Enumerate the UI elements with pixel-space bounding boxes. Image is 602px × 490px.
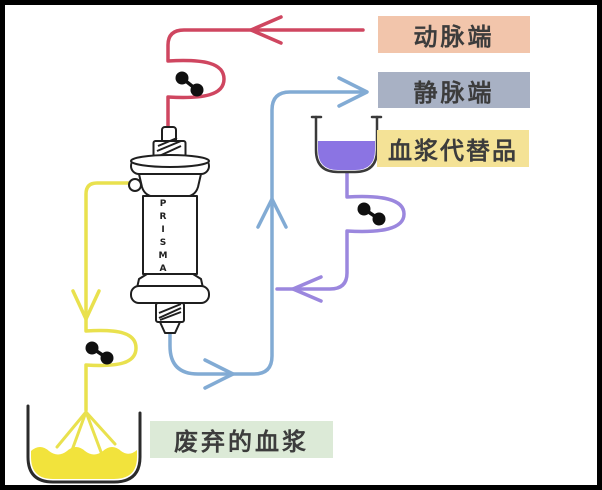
venous-line: [168, 90, 368, 376]
filter-bottom-disc: [130, 285, 210, 304]
filter-brand-label: PRISMA: [158, 199, 168, 277]
waste-line-group: [55, 181, 138, 455]
filter-side-port: [128, 178, 142, 192]
waste-line: [84, 181, 138, 412]
arterial-line-group: [166, 15, 365, 133]
substitute-beaker-outline: [314, 115, 379, 174]
waste-pump-rollers-icon: [85, 341, 114, 365]
waste-pump-roller: [85, 341, 99, 355]
substitute-pump-rollers-icon: [357, 202, 386, 226]
waste-container: [26, 404, 142, 484]
filter-shoulder: [138, 173, 202, 198]
substitute-line: [275, 170, 406, 291]
arterial-line: [166, 28, 365, 133]
venous-line-group: [168, 76, 369, 390]
filter-body: [142, 195, 198, 275]
filter-bottom-tip: [159, 321, 181, 334]
plasma-substitute-label: 血浆代替品: [377, 130, 529, 167]
blood-filter: [128, 126, 210, 334]
substitute-arrow-icon: [291, 275, 323, 303]
filter-top-disc-rim: [130, 154, 210, 168]
substitute-line-group: [275, 170, 406, 303]
arterial-pump-rollers-icon: [175, 71, 204, 97]
waste-liquid: [31, 447, 137, 479]
arterial-pump-roller: [175, 71, 189, 85]
arterial-end-label: 动脉端: [378, 16, 530, 53]
substitute-pump-roller: [357, 202, 371, 216]
waste-splash-icon: [55, 410, 117, 455]
venous-arrow-up-icon: [256, 197, 288, 229]
waste-container-outline: [26, 404, 142, 484]
substitute-pump-roller: [372, 212, 386, 226]
arterial-pump-roller: [190, 83, 204, 97]
waste-arrow-icon: [71, 289, 101, 321]
waste-pump-roller: [100, 351, 114, 365]
venous-arrow-bottom-icon: [203, 358, 235, 390]
arterial-arrow-icon: [249, 15, 283, 45]
substitute-beaker: [310, 115, 383, 174]
venous-arrow-top-icon: [337, 76, 369, 108]
substitute-liquid: [318, 141, 375, 170]
waste-plasma-label: 废弃的血浆: [150, 421, 333, 458]
filter-bottom-thread-hatch: [158, 303, 182, 321]
venous-end-label: 静脉端: [378, 72, 530, 108]
